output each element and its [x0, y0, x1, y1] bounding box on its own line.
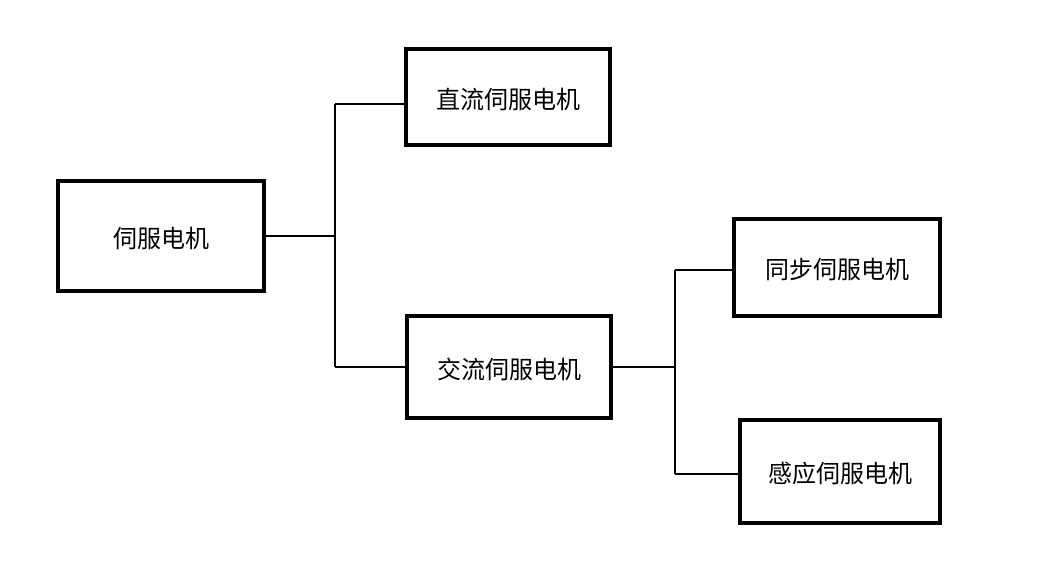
node-label-dc-servo-motor: 直流伺服电机	[436, 85, 580, 114]
node-induction-servo-motor: 感应伺服电机	[738, 418, 942, 525]
node-label-servo-motor: 伺服电机	[113, 224, 209, 253]
node-label-ac-servo-motor: 交流伺服电机	[437, 355, 581, 384]
node-dc-servo-motor: 直流伺服电机	[404, 47, 612, 147]
node-sync-servo-motor: 同步伺服电机	[732, 217, 942, 318]
node-label-induction-servo-motor: 感应伺服电机	[768, 460, 912, 488]
node-label-sync-servo-motor: 同步伺服电机	[765, 256, 909, 284]
node-servo-motor: 伺服电机	[56, 179, 266, 293]
node-ac-servo-motor: 交流伺服电机	[405, 314, 613, 420]
